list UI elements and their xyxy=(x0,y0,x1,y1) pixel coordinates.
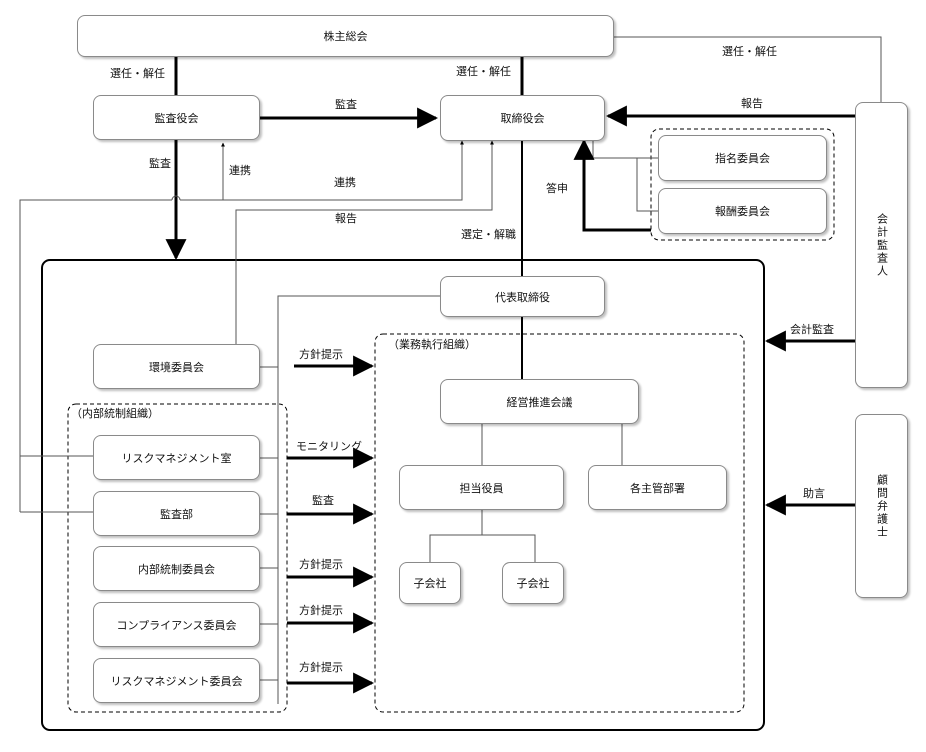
internal-control-committee-box: 内部統制委員会 xyxy=(93,546,260,591)
policy-compliance-label: 方針提示 xyxy=(299,604,343,617)
subsidiary-box-a: 子会社 xyxy=(399,562,461,604)
risk-management-office-label: リスクマネジメント室 xyxy=(121,451,232,465)
appoint-dismiss-label: 選定・解職 xyxy=(461,228,516,241)
management-meeting-label: 経営推進会議 xyxy=(506,395,573,409)
business-execution-group-title: （業務執行組織） xyxy=(388,338,476,351)
compensation-committee-label: 報酬委員会 xyxy=(715,205,770,218)
company-frame xyxy=(41,259,765,731)
subsidiary-box-b: 子会社 xyxy=(502,562,564,604)
audit-down-label: 監査 xyxy=(149,157,171,170)
monitoring-label: モニタリング xyxy=(296,440,362,453)
auditor-report-label: 報告 xyxy=(741,97,763,110)
audit-to-board-label: 監査 xyxy=(335,98,357,111)
shareholders-meeting-box: 株主総会 xyxy=(77,15,614,57)
elect-dismiss-label-mid: 選任・解任 xyxy=(456,65,511,78)
internal-control-group-title: （内部統制組織） xyxy=(71,407,159,420)
advice-label: 助言 xyxy=(803,487,825,500)
compensation-committee-box: 報酬委員会 xyxy=(658,188,827,234)
officer-in-charge-box: 担当役員 xyxy=(399,465,564,510)
departments-box: 各主管部署 xyxy=(588,465,727,510)
cooperate-up-label: 連携 xyxy=(229,164,251,177)
audit-board-box: 監査役会 xyxy=(93,95,260,140)
internal-control-frame xyxy=(67,403,288,713)
legal-advisor-box: 顧問弁護士 xyxy=(855,414,908,598)
risk-management-committee-label: リスクマネジメント委員会 xyxy=(110,674,243,688)
subsidiary-label-b: 子会社 xyxy=(516,577,550,590)
policy-risk-label: 方針提示 xyxy=(299,661,343,674)
shareholders-meeting-label: 株主総会 xyxy=(323,30,368,43)
internal-control-committee-label: 内部統制委員会 xyxy=(138,562,215,576)
compliance-committee-label: コンプライアンス委員会 xyxy=(116,618,237,632)
environment-committee-label: 環境委員会 xyxy=(149,360,204,374)
elect-dismiss-label-left: 選任・解任 xyxy=(110,67,165,80)
audit-department-box: 監査部 xyxy=(93,491,260,536)
accounting-auditor-label: 会計監査人 xyxy=(875,212,889,278)
environment-report-label: 報告 xyxy=(335,212,357,225)
compliance-committee-box: コンプライアンス委員会 xyxy=(93,602,260,647)
representative-director-label: 代表取締役 xyxy=(495,290,550,304)
risk-management-committee-box: リスクマネジメント委員会 xyxy=(93,658,260,703)
subsidiary-label-a: 子会社 xyxy=(413,577,447,590)
representative-director-box: 代表取締役 xyxy=(440,276,605,317)
cooperate-long-label: 連携 xyxy=(334,176,356,189)
policy-env-label: 方針提示 xyxy=(299,348,343,361)
nomination-committee-box: 指名委員会 xyxy=(658,135,827,181)
answer-label: 答申 xyxy=(546,182,568,195)
board-of-directors-box: 取締役会 xyxy=(440,95,605,141)
elect-dismiss-label-right: 選任・解任 xyxy=(722,45,777,58)
environment-committee-box: 環境委員会 xyxy=(93,344,260,389)
risk-management-office-box: リスクマネジメント室 xyxy=(93,435,260,480)
legal-advisor-label: 顧問弁護士 xyxy=(875,473,889,539)
nomination-committee-label: 指名委員会 xyxy=(715,152,770,165)
committee-frame xyxy=(650,128,835,241)
audit-board-label: 監査役会 xyxy=(154,111,199,125)
audit-dept-arrow-label: 監査 xyxy=(312,494,334,507)
policy-internal-label: 方針提示 xyxy=(299,558,343,571)
management-meeting-box: 経営推進会議 xyxy=(440,379,639,424)
officer-in-charge-label: 担当役員 xyxy=(459,481,504,495)
audit-department-label: 監査部 xyxy=(160,507,193,521)
board-of-directors-label: 取締役会 xyxy=(500,112,545,125)
accounting-auditor-box: 会計監査人 xyxy=(855,102,908,388)
departments-label: 各主管部署 xyxy=(630,481,685,495)
accounting-audit-label: 会計監査 xyxy=(790,323,834,336)
business-execution-frame xyxy=(374,333,745,713)
